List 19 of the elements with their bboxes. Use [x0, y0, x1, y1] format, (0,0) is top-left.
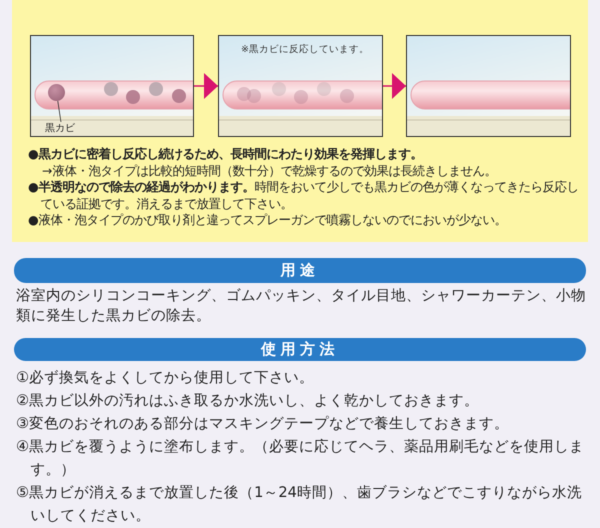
usage-text: 浴室内のシリコンコーキング、ゴムパッキン、タイル目地、シャワーカーテン、小物類に発生した黒カビの除去。: [16, 286, 587, 326]
instruction-text: ③変色のおそれのある部分はマスキングテープなどで養生しておきます。: [16, 414, 510, 434]
instruction-text: ④黒カビを覆うように塗布します。（必要に応じてヘラ、薬品用刷毛などを使用します。）: [16, 437, 586, 480]
section-heading: 用途: [280, 261, 320, 280]
feature-text: ●液体・泡タイプのかび取り剤と違ってスプレーガンで噴霧しないのでにおいが少ない。: [28, 212, 508, 228]
chevron-arrow: [383, 73, 406, 99]
chevron-arrow: [194, 73, 218, 99]
instruction-text: ⑤黒カビが消えるまで放置した後（1～24時間）、歯ブラシなどでこすりながら水洗いしてください。: [16, 483, 583, 526]
section-heading: 使用方法: [261, 340, 339, 359]
feature-text: ●黒カビに密着し反応し続けるため、長時間にわたり効果を発揮します。: [28, 146, 424, 162]
instruction-text: ①必ず換気をよくしてから使用して下さい。: [16, 368, 316, 388]
feature-text: →液体・泡タイプは比較的短時間（数十分）で乾燥するので効果は長続きしません。: [41, 162, 498, 179]
feature-text: ●半透明なので除去の経過がわかります。時間をおいて少しでも黒カビの色が薄くなってきたら反応している証拠です。消えるまで放置して下さい。: [28, 179, 580, 212]
section-header-band: [14, 338, 586, 361]
callout-label: 黒カビ: [45, 122, 79, 136]
section-header-band: [14, 258, 586, 283]
note-text: ※黒カビに反応しています。: [241, 44, 370, 56]
instruction-text: ②黒カビ以外の汚れはふき取るか水洗いし、よく乾かしておきます。: [16, 391, 480, 411]
leader-line: [57, 100, 62, 122]
